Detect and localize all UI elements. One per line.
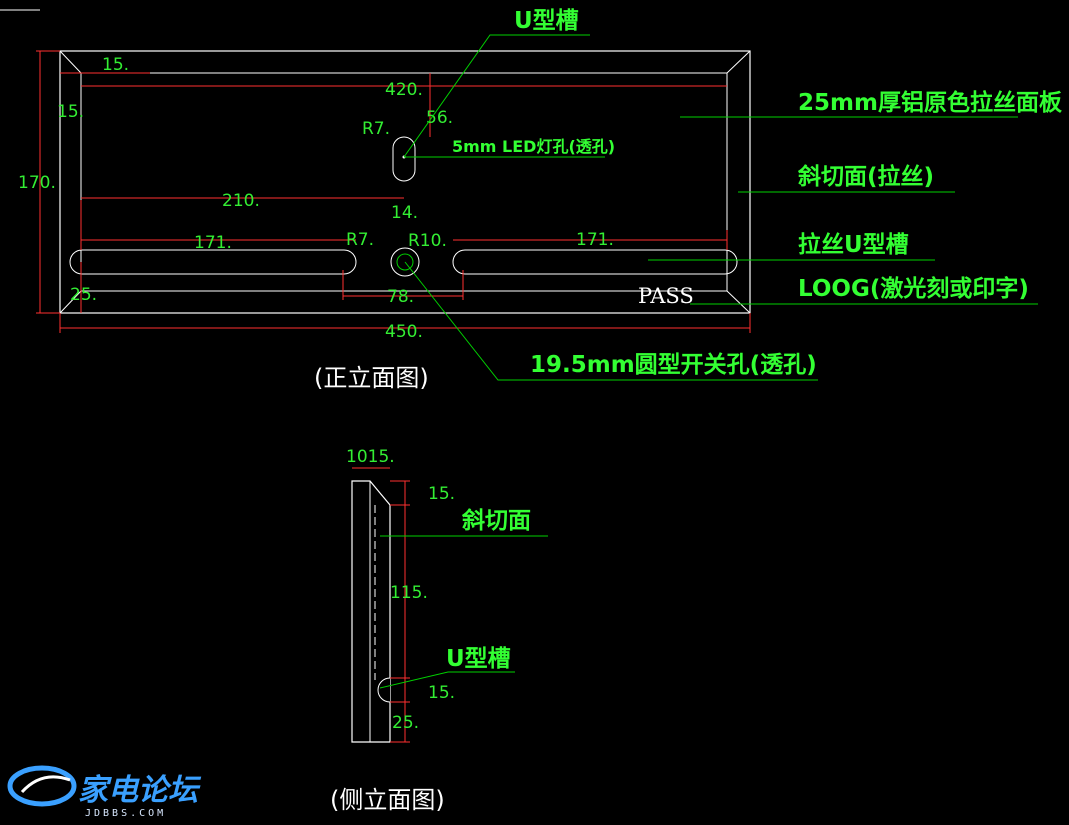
dim-border-left: 15. bbox=[57, 102, 84, 122]
watermark-swoosh-highlight bbox=[20, 775, 71, 794]
dim-left-slot-length: 171. bbox=[194, 233, 232, 253]
dim-led-center-x: 210. bbox=[222, 191, 260, 211]
callout-logo: LOOG(激光刻或印字) bbox=[798, 275, 1029, 302]
dim-slot-radius-top: R7. bbox=[362, 119, 390, 139]
dim-total-width: 450. bbox=[385, 322, 423, 342]
side-dim-body-height: 115. bbox=[390, 583, 428, 603]
side-u-slot bbox=[377, 677, 391, 703]
side-view: 1015. 15. 115. 15. 25. 斜切面 U型槽 (侧立面图) bbox=[330, 447, 548, 814]
callout-u-slot: U型槽 bbox=[514, 8, 579, 34]
bevel-corner-tl bbox=[59, 50, 82, 74]
side-leader-u-slot bbox=[379, 671, 515, 689]
dim-left-slot-radius: R7. bbox=[346, 230, 374, 250]
side-dim-bevel-height: 15. bbox=[428, 484, 455, 504]
callout-brushed-u-slot: 拉丝U型槽 bbox=[798, 231, 909, 258]
watermark-domain: JDBBS.COM bbox=[85, 808, 166, 819]
leader-u-slot bbox=[403, 34, 590, 158]
dim-right-slot-length: 171. bbox=[576, 230, 614, 250]
side-callout-bevel: 斜切面 bbox=[461, 508, 531, 534]
side-panel-outline bbox=[351, 480, 391, 743]
side-view-title: (侧立面图) bbox=[330, 786, 445, 814]
side-callout-u-slot: U型槽 bbox=[446, 646, 511, 672]
leader-switch-hole bbox=[404, 261, 818, 381]
switch-hole bbox=[390, 247, 420, 277]
callout-switch-hole: 19.5mm圆型开关孔(透孔) bbox=[530, 351, 817, 378]
side-dim-top-width: 1015. bbox=[346, 447, 395, 467]
front-view-title: (正立面图) bbox=[314, 364, 429, 392]
pass-text: PASS bbox=[638, 284, 694, 308]
dim-bottom-offset: 25. bbox=[70, 285, 97, 305]
side-dim-slot-height: 15. bbox=[428, 683, 455, 703]
switch-hole-inner bbox=[396, 253, 414, 271]
watermark-site-name: 家电论坛 bbox=[78, 773, 202, 808]
front-view: 15. 15. 420. 56. R7. 170. 210. 14. 171. … bbox=[18, 8, 1063, 392]
dim-slot-height: 14. bbox=[391, 203, 418, 223]
watermark-logo: 家电论坛 JDBBS.COM bbox=[7, 765, 202, 819]
left-u-slot bbox=[69, 249, 357, 275]
front-panel-bevel-inner bbox=[80, 72, 728, 292]
callout-led-hole: 5mm LED灯孔(透孔) bbox=[452, 137, 615, 156]
dim-center-span: 78. bbox=[387, 287, 414, 307]
led-slot bbox=[392, 136, 416, 182]
dim-height: 170. bbox=[18, 173, 56, 193]
dim-led-offset: 56. bbox=[426, 108, 453, 128]
dim-switch-radius: R10. bbox=[408, 231, 447, 251]
dim-inner-width: 420. bbox=[385, 80, 423, 100]
side-dim-bottom: 25. bbox=[392, 713, 419, 733]
front-panel-outline bbox=[59, 50, 751, 314]
callout-panel-material: 25mm厚铝原色拉丝面板 bbox=[798, 89, 1063, 116]
right-u-slot bbox=[452, 249, 738, 275]
bevel-corner-tr bbox=[726, 50, 751, 74]
callout-bevel: 斜切面(拉丝) bbox=[797, 163, 934, 190]
dim-border-top: 15. bbox=[102, 55, 129, 75]
bevel-corner-bl bbox=[59, 290, 82, 314]
bevel-corner-br bbox=[726, 290, 751, 314]
watermark-swoosh-icon bbox=[7, 765, 77, 807]
